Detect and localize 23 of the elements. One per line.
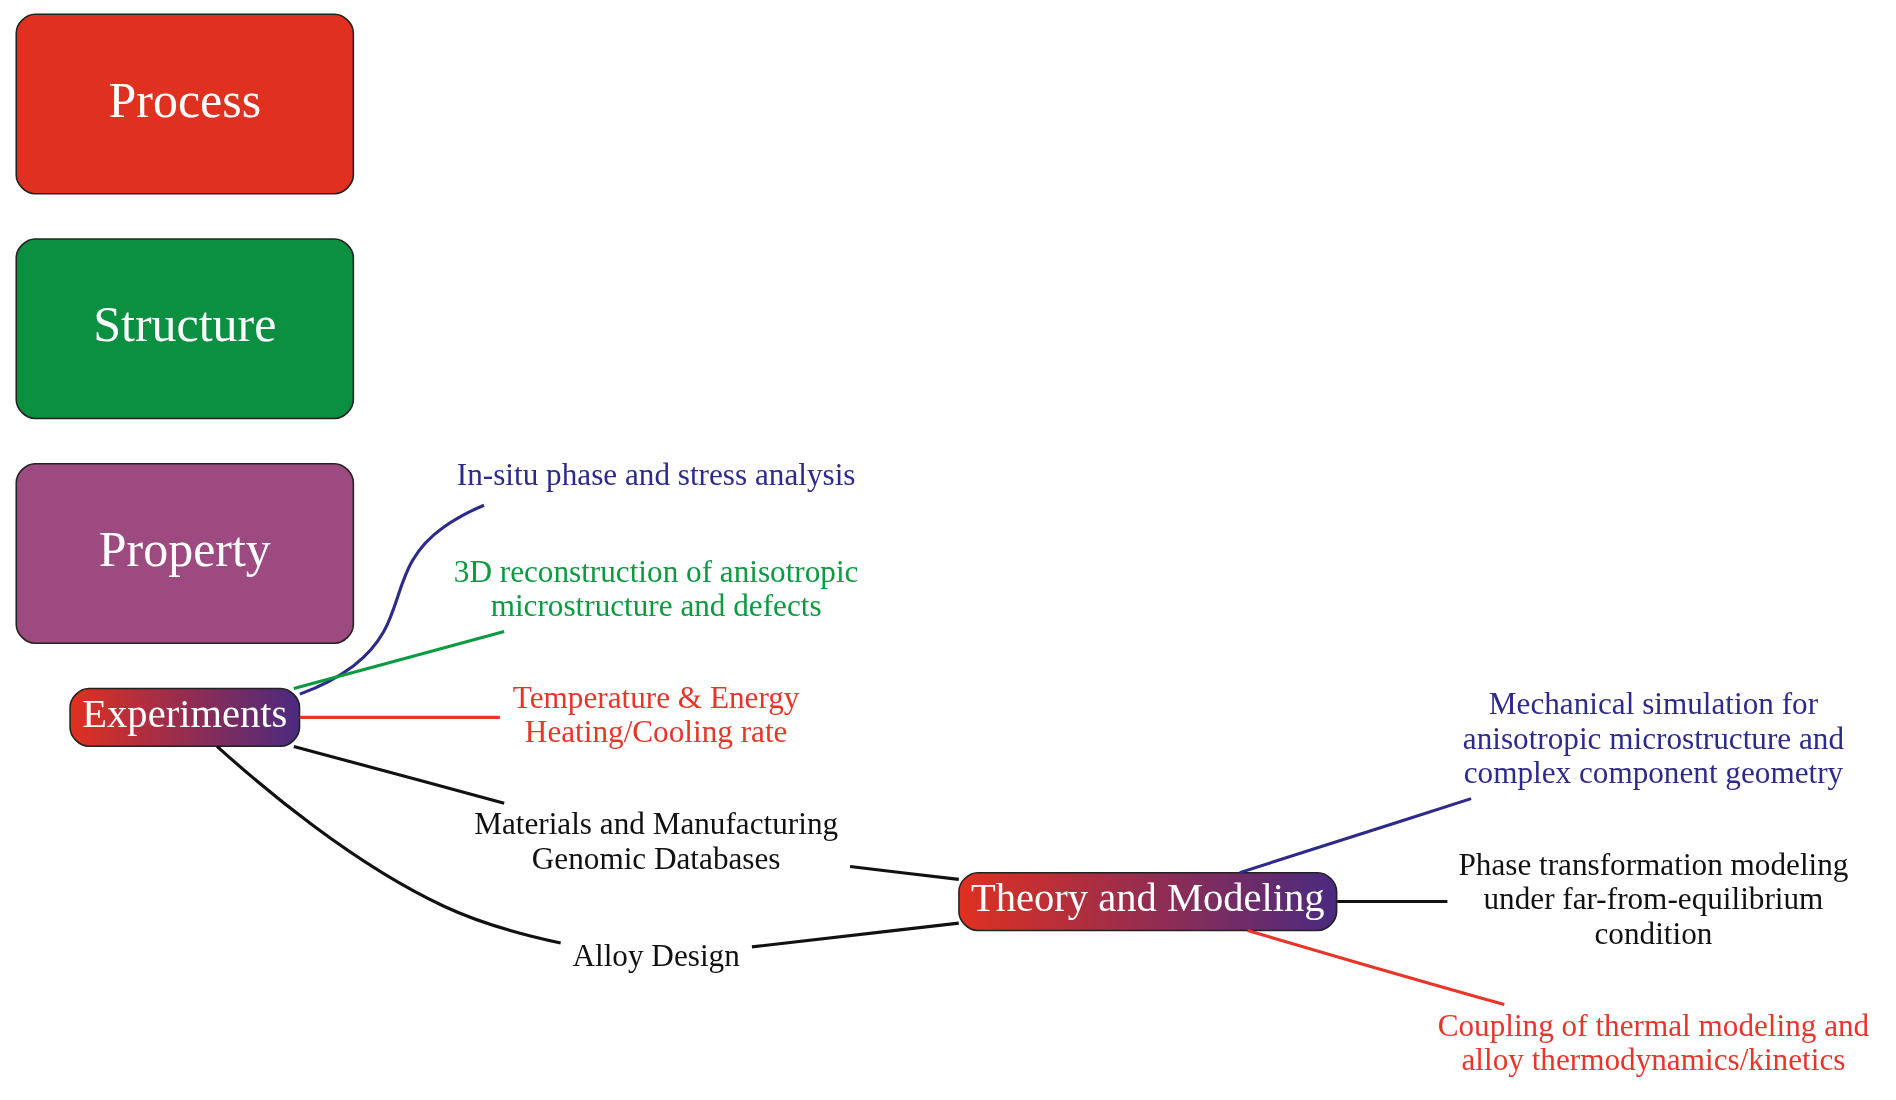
- node-box: Experiments: [69, 687, 301, 748]
- node-box: Property: [15, 463, 355, 645]
- node-text: Coupling of thermal modeling and alloy thermodynamics/kinetics: [1437, 1007, 1870, 1078]
- node-text: Materials and Manufacturing Genomic Databases: [474, 806, 839, 876]
- connector: [216, 745, 561, 945]
- node-text: Mechanical simulation for anisotropic microstructure and complex component geometry: [1462, 686, 1845, 790]
- connector: [1247, 929, 1505, 1006]
- node-box: Theory and Modeling: [958, 871, 1338, 932]
- connector: [293, 630, 505, 690]
- connector: [751, 921, 959, 949]
- connector: [293, 744, 505, 805]
- node-box: Structure: [15, 238, 355, 420]
- node-text: In-situ phase and stress analysis: [456, 456, 856, 492]
- node-box: Process: [15, 13, 355, 195]
- connector: [1239, 797, 1472, 875]
- node-text: 3D reconstruction of anisotropic microstructure and defects: [453, 553, 859, 623]
- connector: [299, 503, 485, 696]
- node-text: Alloy Design: [572, 937, 740, 973]
- node-text: Temperature & Energy Heating/Cooling rate: [512, 680, 800, 750]
- node-text: Phase transformation modeling under far-from-equilibrium condition: [1458, 847, 1849, 951]
- connector: [299, 715, 500, 719]
- connector: [849, 865, 959, 881]
- connector: [1337, 900, 1448, 904]
